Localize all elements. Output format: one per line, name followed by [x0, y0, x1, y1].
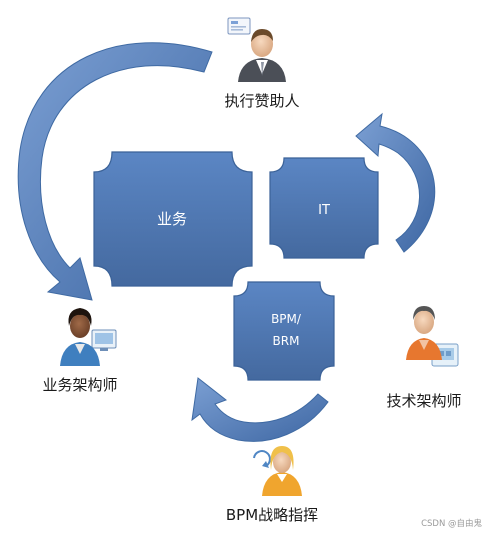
bpm-strategy-director-person-icon: [253, 446, 302, 496]
it-box: IT: [269, 157, 379, 259]
watermark-text: CSDN @自由鬼: [421, 518, 482, 529]
business-box-label: 业务: [157, 210, 187, 228]
arrow-bpm-director-to-bpm-box: [191, 377, 329, 442]
business-architect-label: 业务架构师: [42, 376, 117, 394]
bpm-box-label-line1: BPM/: [271, 312, 302, 326]
business-box: 业务: [93, 151, 253, 287]
technical-architect-person-icon: [406, 306, 459, 367]
executive-sponsor-label: 执行赞助人: [224, 92, 299, 110]
it-box-label: IT: [318, 203, 330, 218]
arrow-sponsor-to-business-architect: [17, 42, 213, 301]
bpm-strategy-director-label: BPM战略指挥: [226, 506, 318, 524]
arrow-technical-architect-to-sponsor: [355, 112, 436, 253]
executive-sponsor-person-icon: [227, 17, 286, 82]
technical-architect-label: 技术架构师: [386, 392, 461, 410]
bpm-brm-box: BPM/ BRM: [233, 281, 335, 381]
bpm-box-label-line2: BRM: [273, 334, 300, 348]
business-architect-person-icon: [60, 308, 117, 366]
